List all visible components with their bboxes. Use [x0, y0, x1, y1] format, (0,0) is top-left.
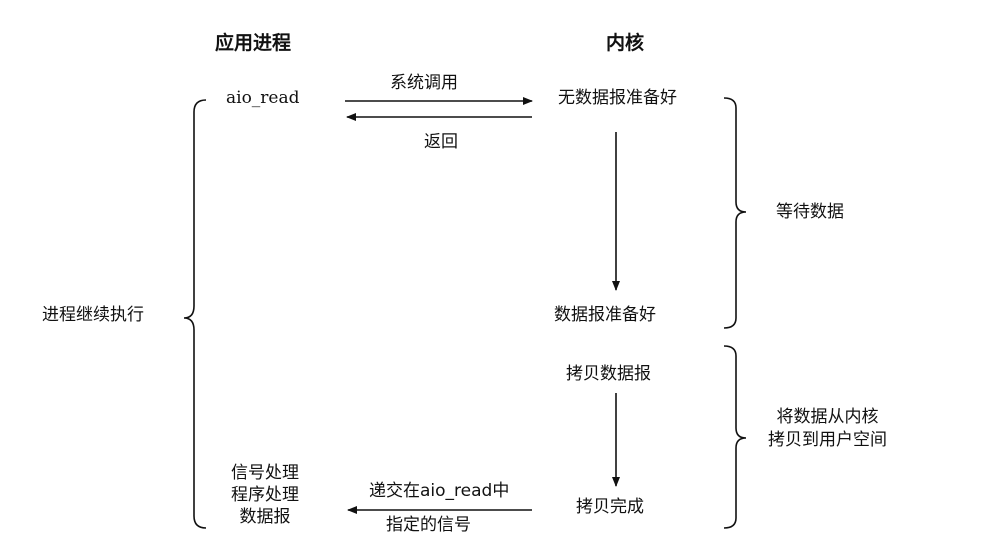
kernel-header: 内核 [606, 32, 645, 54]
wait-brace [723, 97, 747, 329]
return-label: 返回 [424, 132, 458, 152]
left-brace [183, 99, 207, 529]
copy-brace [723, 345, 747, 529]
syscall-label: 系统调用 [390, 73, 458, 93]
no-datagram-label: 无数据报准备好 [558, 88, 677, 108]
copy-to-user-label: 将数据从内核 拷贝到用户空间 [768, 407, 887, 450]
datagram-ready-label: 数据报准备好 [554, 305, 656, 325]
aio-read-label: aio_read [226, 88, 300, 108]
copy-done-label: 拷贝完成 [576, 497, 644, 517]
deliver-signal-label-2: 指定的信号 [386, 515, 471, 535]
wait-data-label: 等待数据 [776, 202, 844, 222]
signal-handler-label: 信号处理 程序处理 数据报 [231, 463, 299, 528]
copy-datagram-label: 拷贝数据报 [566, 364, 651, 384]
app-process-header: 应用进程 [215, 32, 292, 54]
deliver-signal-label-1: 递交在aio_read中 [369, 481, 510, 501]
continue-exec-label: 进程继续执行 [42, 305, 144, 325]
